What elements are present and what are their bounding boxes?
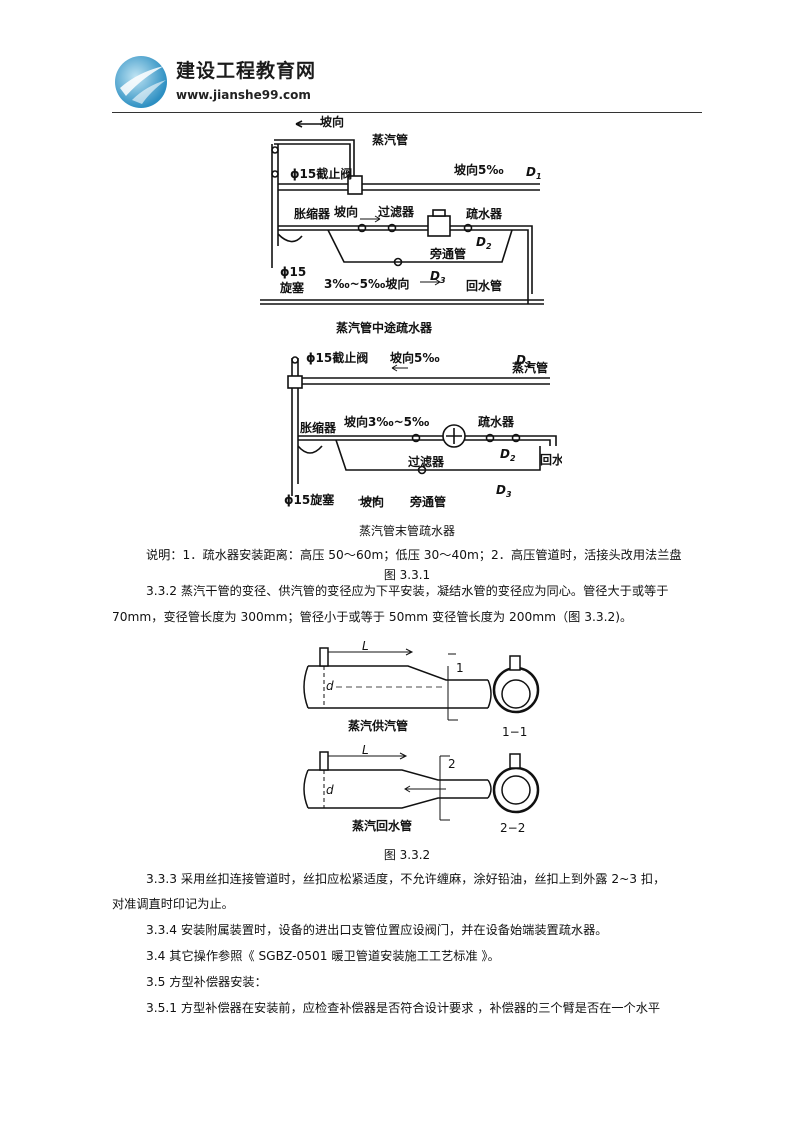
label-return-pipe: 回水管 <box>466 278 502 293</box>
label-slope-2: 坡向 <box>360 494 384 509</box>
dim-d-return: d <box>326 783 334 797</box>
label-trap: 疏水器 <box>466 206 503 221</box>
label-plug-b: 旋塞 <box>279 280 305 295</box>
section-mark-2: 2 <box>448 757 456 771</box>
logo-icon <box>115 56 167 108</box>
label-plug-a: ϕ15 <box>280 265 306 279</box>
label-filter: 过滤器 <box>378 204 415 219</box>
label-valve-2: ϕ15截止阀 <box>306 350 368 365</box>
figure-caption-end-trap: 蒸汽管末管疏水器 <box>358 524 455 538</box>
section-mark-1: 1 <box>456 661 464 675</box>
label-plug-2: ϕ15旋塞 <box>284 492 335 507</box>
paragraph-3-3-2-b: 70mm，变径管长度为 300mm；管径小于或等于 50mm 变径管长度为 20… <box>112 610 633 624</box>
label-d2-2: D2 <box>500 447 516 463</box>
brand-url: www.jianshe99.com <box>176 88 311 102</box>
label-steam-pipe: 蒸汽管 <box>372 132 408 147</box>
paragraph-3-5-1: 3.5.1 方型补偿器在安装前，应检查补偿器是否符合设计要求 ，补偿器的三个臂是… <box>146 1001 661 1015</box>
paragraph-3-3-3-b: 对准调直时印记为止。 <box>112 897 234 911</box>
label-bypass-2: 旁通管 <box>409 494 446 509</box>
figure-label-3-3-2: 图 3.3.2 <box>383 848 431 862</box>
label-steam-pipe-2: 蒸汽管 <box>512 360 548 375</box>
section-view-1-1: 1−1 <box>502 725 527 739</box>
paragraph-3-3-3-a: 3.3.3 采用丝扣连接管道时，丝扣应松紧适度，不允许缠麻，涂好铅油，丝扣上到外… <box>146 872 666 886</box>
label-d3-2: D3 <box>496 483 512 499</box>
label-d3: D3 <box>430 269 446 285</box>
label-return-pipe-2: 回水管 <box>540 452 562 467</box>
figure-3-3-1: 坡向 蒸汽管 ϕ15截止阀 坡向5‰ D1 胀缩器 坡向 过滤器 疏水器 D2 … <box>260 114 562 509</box>
caption-top-diagram: 蒸汽管中途疏水器 <box>336 320 433 335</box>
label-d2: D2 <box>476 235 492 251</box>
label-return-pipe-fig2: 蒸汽回水管 <box>352 818 412 833</box>
paragraph-3-3-4: 3.3.4 安装附属装置时，设备的进出口支管位置应设阀门，并在设备始端装置疏水器… <box>146 923 608 937</box>
label-trap-2: 疏水器 <box>478 414 515 429</box>
label-d1-2: D1 <box>516 353 532 369</box>
dim-L-supply: L <box>362 640 369 653</box>
label-slope-range-2: 坡向3‰~5‰ <box>344 414 429 429</box>
dim-L-return: L <box>362 743 369 757</box>
label-slope-5-2: 坡向5‰ <box>390 350 440 365</box>
label-supply-pipe: 蒸汽供汽管 <box>348 718 408 733</box>
header-divider <box>112 112 702 113</box>
label-expander-2: 胀缩器 <box>300 420 337 435</box>
note-line: 说明：1．疏水器安装距离：高压 50～60m；低压 30～40m；2．高压管道时… <box>146 548 682 562</box>
paragraph-3-4: 3.4 其它操作参照《 SGBZ-0501 暖卫管道安装施工工艺标准 》。 <box>146 949 500 963</box>
label-expander: 胀缩器 <box>294 206 331 221</box>
label-slope-mid: 坡向 <box>334 204 358 219</box>
page-header: 建设工程教育网 www.jianshe99.com <box>112 50 702 112</box>
label-slope-left: 坡向 <box>320 114 344 129</box>
label-d1: D1 <box>526 165 542 181</box>
brand-name: 建设工程教育网 <box>176 60 317 82</box>
figure-label-3-3-1: 图 3.3.1 <box>383 568 431 582</box>
label-filter-2: 过滤器 <box>408 454 445 469</box>
paragraph-3-3-2-a: 3.3.2 蒸汽干管的变径、供汽管的变径应为下平安装，凝结水管的变径应为同心。管… <box>146 584 669 598</box>
label-valve: ϕ15截止阀 <box>290 166 352 181</box>
label-bypass: 旁通管 <box>429 246 466 261</box>
section-view-2-2: 2−2 <box>500 821 525 835</box>
dim-d-supply: d <box>326 679 334 693</box>
paragraph-3-5: 3.5 方型补偿器安装： <box>146 975 267 989</box>
label-slope-range: 3‰~5‰坡向 <box>324 276 409 291</box>
figure-3-3-2: L d 1 1−1 蒸汽供汽管 L d 2 2−2 蒸汽回水管 <box>303 640 540 835</box>
label-slope-5: 坡向5‰ <box>454 162 504 177</box>
